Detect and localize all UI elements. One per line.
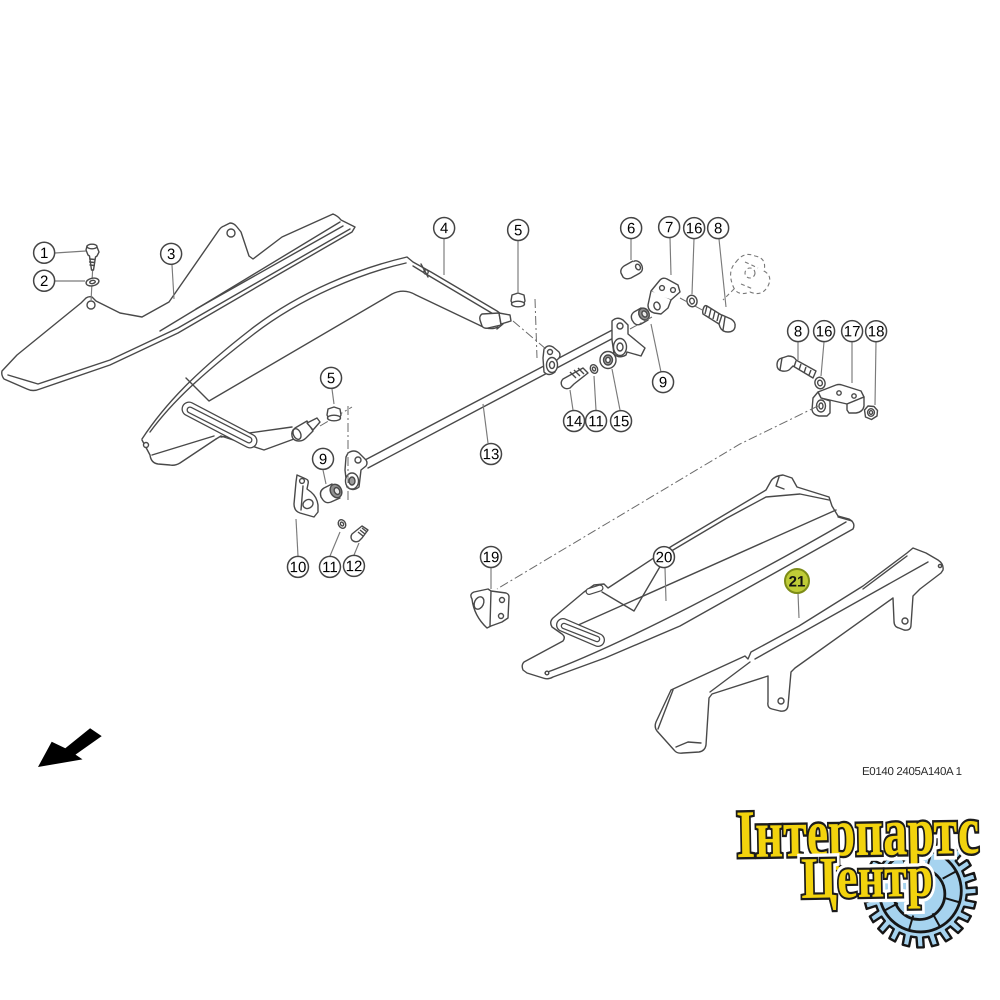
- svg-text:15: 15: [613, 413, 630, 430]
- svg-text:21: 21: [789, 573, 806, 590]
- svg-text:17: 17: [844, 323, 861, 340]
- svg-text:7: 7: [665, 219, 673, 236]
- svg-text:2: 2: [40, 273, 48, 290]
- svg-text:8: 8: [714, 220, 722, 237]
- svg-text:18: 18: [868, 323, 885, 340]
- svg-text:9: 9: [319, 451, 327, 468]
- svg-text:10: 10: [290, 559, 307, 576]
- svg-text:Центр: Центр: [800, 843, 933, 911]
- svg-text:13: 13: [483, 446, 500, 463]
- svg-text:8: 8: [794, 323, 802, 340]
- svg-text:Інтерпартс: Інтерпартс: [736, 792, 980, 872]
- svg-text:14: 14: [566, 413, 583, 430]
- svg-text:16: 16: [686, 220, 703, 237]
- svg-text:Центр: Центр: [800, 843, 933, 911]
- svg-text:4: 4: [440, 220, 448, 237]
- svg-text:16: 16: [816, 323, 833, 340]
- svg-text:6: 6: [627, 220, 635, 237]
- svg-text:1: 1: [40, 245, 48, 262]
- svg-text:3: 3: [167, 246, 175, 263]
- svg-text:9: 9: [659, 374, 667, 391]
- svg-text:5: 5: [327, 370, 335, 387]
- svg-text:12: 12: [346, 558, 363, 575]
- svg-text:Інтерпартс: Інтерпартс: [736, 792, 980, 872]
- svg-text:19: 19: [483, 549, 500, 566]
- svg-text:5: 5: [514, 222, 522, 239]
- svg-text:20: 20: [656, 549, 673, 566]
- svg-text:11: 11: [322, 559, 338, 576]
- svg-text:E0140 2405A140A 1: E0140 2405A140A 1: [862, 766, 962, 778]
- svg-text:11: 11: [588, 413, 604, 430]
